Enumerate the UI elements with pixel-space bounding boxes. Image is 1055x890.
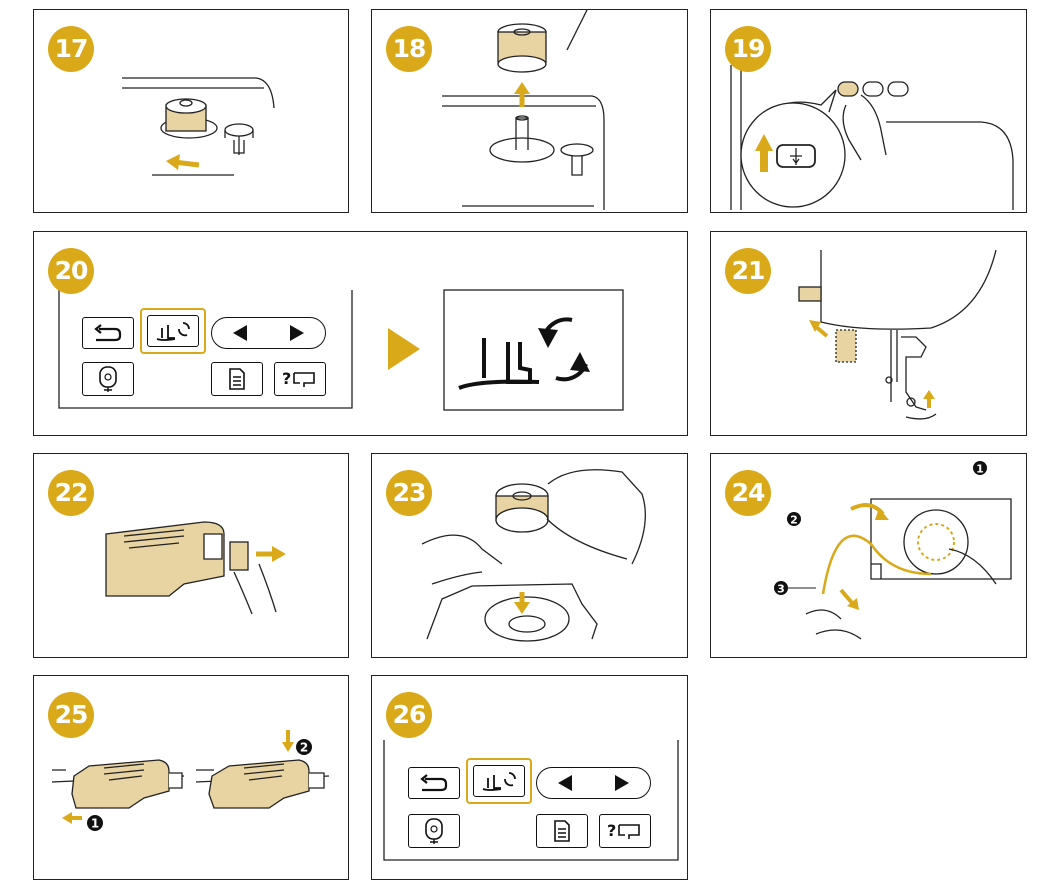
lcd-frame-lines: [58, 289, 624, 411]
step-panel-22: 22: [33, 453, 349, 658]
step-number-badge: 24: [725, 470, 771, 516]
triangle-left-icon[interactable]: [554, 773, 576, 793]
bobbin-insert-illustration: [421, 469, 646, 642]
presser-foot-replace-icon-large: [458, 317, 590, 390]
step-panel-20: 20 ?: [33, 231, 688, 436]
step-number-badge: 26: [386, 692, 432, 738]
page-navigation-button[interactable]: [211, 317, 326, 349]
help-machine-icon: ?: [282, 369, 315, 388]
embroidery-button[interactable]: [408, 814, 460, 848]
step-number-badge: 22: [48, 470, 94, 516]
bobbin-winder-illustration: [122, 77, 275, 176]
callout-1: 1: [976, 463, 984, 476]
callout-3: 3: [777, 583, 785, 596]
step-panel-24: 24 1 2 3: [710, 453, 1027, 658]
document-list-button[interactable]: [536, 814, 588, 848]
document-list-icon: [229, 368, 245, 390]
page-navigation-button[interactable]: [536, 767, 651, 799]
step-panel-17: 17: [33, 9, 349, 213]
embroidery-hoop-icon: [425, 818, 443, 844]
needle-position-button-illustration: [730, 65, 1014, 210]
step-panel-25: 25 1 2: [33, 675, 349, 880]
presser-foot-lever-illustration: [798, 249, 997, 420]
svg-text:?: ?: [282, 369, 291, 388]
step-number-badge: 17: [48, 26, 94, 72]
callout-2: 2: [790, 514, 798, 527]
back-button[interactable]: [408, 767, 460, 799]
presser-foot-replace-icon: [156, 322, 190, 341]
back-button[interactable]: [82, 317, 134, 349]
back-arrow-icon: [420, 774, 448, 792]
presser-foot-replace-button[interactable]: [140, 308, 206, 354]
step-number-badge: 20: [48, 248, 94, 294]
step-number-badge: 21: [725, 248, 771, 294]
bobbin-cover-attach-illustration: 1 2: [51, 730, 330, 831]
back-arrow-icon: [94, 324, 122, 342]
help-button[interactable]: ?: [274, 362, 326, 396]
bobbin-cover-release-illustration: [105, 521, 286, 615]
step-panel-19: 19: [710, 9, 1027, 213]
bobbin-removal-illustration: [442, 10, 605, 210]
step-number-badge: 23: [386, 470, 432, 516]
presser-foot-replace-icon: [482, 772, 516, 791]
step-panel-18: 18: [371, 9, 688, 213]
help-machine-icon: ?: [607, 821, 640, 840]
triangle-right-icon[interactable]: [611, 773, 633, 793]
presser-foot-replace-button[interactable]: [466, 758, 532, 804]
step-number-badge: 19: [725, 26, 771, 72]
step-panel-21: 21: [710, 231, 1027, 436]
callout-2: 2: [300, 741, 308, 755]
step-panel-23: 23: [371, 453, 688, 658]
step-panel-26: 26 ?: [371, 675, 688, 880]
step-number-badge: 18: [386, 26, 432, 72]
embroidery-hoop-icon: [99, 366, 117, 392]
document-list-button[interactable]: [211, 362, 263, 396]
step-number-badge: 25: [48, 692, 94, 738]
triangle-right-icon[interactable]: [286, 323, 308, 343]
svg-text:?: ?: [607, 821, 616, 840]
help-button[interactable]: ?: [599, 814, 651, 848]
triangle-left-icon[interactable]: [229, 323, 251, 343]
document-list-icon: [554, 820, 570, 842]
callout-1: 1: [91, 817, 99, 831]
lcd-frame-lines: [383, 740, 679, 861]
embroidery-button[interactable]: [82, 362, 134, 396]
bobbin-thread-guide-illustration: 1 2 3: [774, 461, 1012, 640]
